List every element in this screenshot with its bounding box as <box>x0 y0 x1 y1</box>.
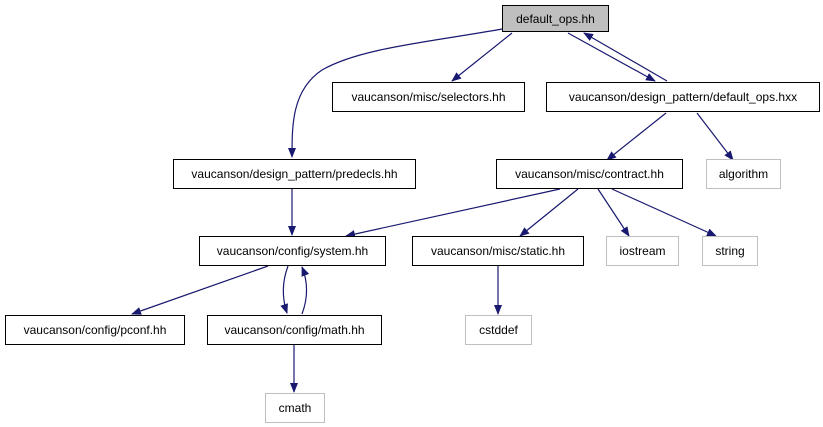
edge-default-ops-hxx-to-algorithm <box>696 112 734 161</box>
node-system-hh[interactable]: vaucanson/config/system.hh <box>199 236 386 266</box>
node-cstddef[interactable]: cstddef <box>465 315 532 345</box>
edge-default-ops-hxx-to-contract <box>606 112 667 161</box>
node-default-ops-hxx[interactable]: vaucanson/design_pattern/default_ops.hxx <box>546 82 820 112</box>
node-predecls-hh[interactable]: vaucanson/design_pattern/predecls.hh <box>173 159 416 189</box>
node-default-ops-hh[interactable]: default_ops.hh <box>502 5 609 32</box>
node-static-hh[interactable]: vaucanson/misc/static.hh <box>412 236 584 266</box>
node-selectors-hh[interactable]: vaucanson/misc/selectors.hh <box>332 82 525 112</box>
edge-default-ops-hxx-to-default-ops-hh <box>583 32 668 82</box>
edge-contract-to-iostream <box>597 188 630 237</box>
edge-contract-to-system <box>345 188 561 238</box>
edge-math-to-system <box>301 266 310 315</box>
edge-default-ops-hh-to-selectors <box>451 32 513 82</box>
node-cmath[interactable]: cmath <box>265 393 325 423</box>
edge-default-ops-hh-to-default-ops-hxx <box>567 32 656 82</box>
node-contract-hh[interactable]: vaucanson/misc/contract.hh <box>496 159 683 189</box>
edges <box>131 28 734 393</box>
node-algorithm[interactable]: algorithm <box>706 159 781 189</box>
edge-system-to-pconf <box>131 265 269 315</box>
edge-contract-to-static <box>519 188 579 237</box>
edge-system-to-math <box>280 265 289 314</box>
edge-default-ops-hh-to-predecls <box>288 28 503 158</box>
node-math-hh[interactable]: vaucanson/config/math.hh <box>207 315 382 345</box>
edge-contract-to-string <box>611 188 717 237</box>
node-iostream[interactable]: iostream <box>606 236 679 266</box>
node-pconf-hh[interactable]: vaucanson/config/pconf.hh <box>5 315 185 345</box>
node-string[interactable]: string <box>702 236 758 266</box>
